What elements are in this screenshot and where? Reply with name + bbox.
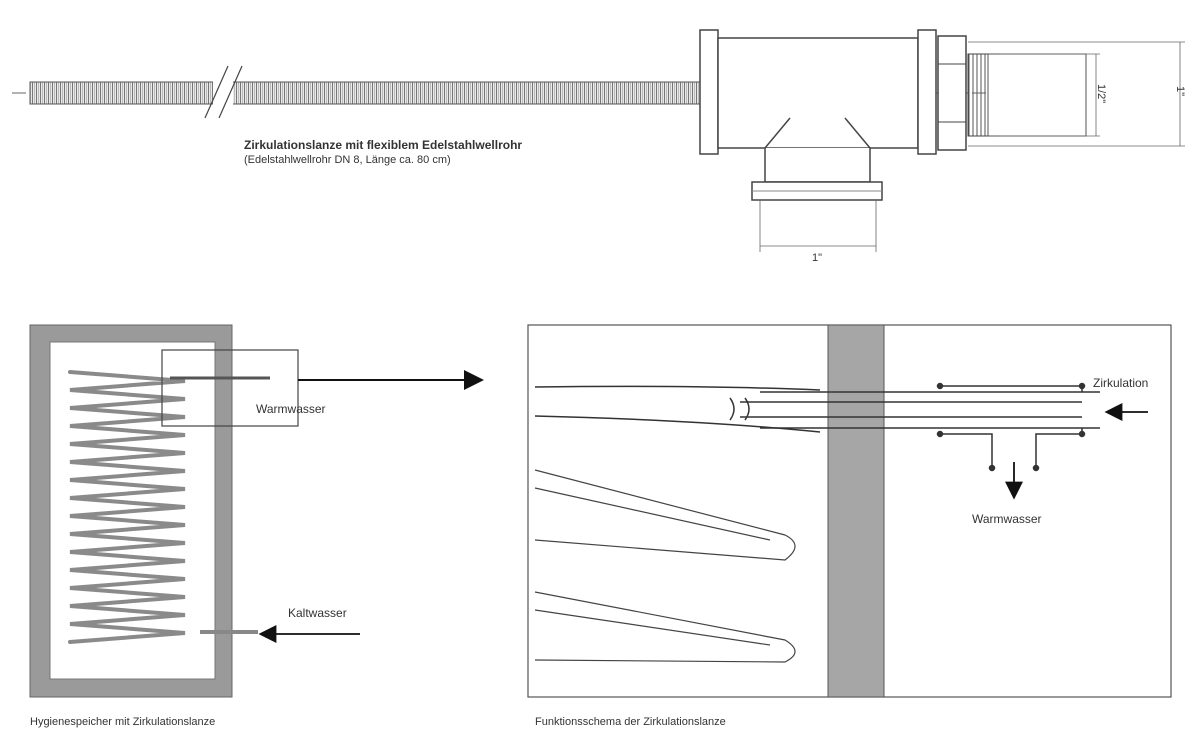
tee-flange-left — [699, 29, 719, 155]
caption-storage-tank: Hygienespeicher mit Zirkulationslanze — [30, 716, 216, 728]
label-warmwasser-left: Warmwasser — [256, 402, 326, 416]
dimension-bottom — [759, 200, 877, 252]
caption-function-schema: Funktionsschema der Zirkulationslanze — [535, 716, 726, 728]
dimension-label-bottom: 1" — [812, 252, 823, 264]
tank-wall-section — [827, 324, 885, 698]
hex-nut — [937, 35, 967, 151]
label-zirkulation: Zirkulation — [1093, 376, 1149, 390]
lance-caption-subtitle: (Edelstahlwellrohr DN 8, Länge ca. 80 cm… — [244, 154, 451, 166]
lance-caption-title: Zirkulationslanze mit flexiblem Edelstah… — [244, 138, 523, 152]
tee-outlet — [936, 382, 1086, 472]
function-schema — [527, 324, 1172, 698]
lance-drawing — [12, 29, 1185, 252]
thread-nipple — [967, 53, 989, 137]
dimension-label-inner: 1/2" — [1095, 84, 1107, 104]
label-kaltwasser: Kaltwasser — [288, 606, 347, 620]
coil-sections — [534, 469, 796, 663]
corrugated-pipe — [29, 81, 701, 105]
dimension-right — [968, 41, 1185, 147]
nipple-body — [987, 53, 1087, 137]
tee-body — [717, 37, 919, 149]
dimension-label-outer: 1" — [1174, 86, 1186, 97]
zoom-frame — [161, 349, 299, 427]
coil-path — [68, 370, 186, 644]
lance-pipe — [534, 385, 1100, 433]
tee-flange-right — [917, 29, 937, 155]
break-mark — [204, 65, 243, 119]
heat-exchanger-coil — [68, 370, 186, 644]
label-warmwasser-right: Warmwasser — [972, 512, 1042, 526]
tee-branch — [764, 148, 871, 183]
storage-tank — [29, 324, 484, 698]
